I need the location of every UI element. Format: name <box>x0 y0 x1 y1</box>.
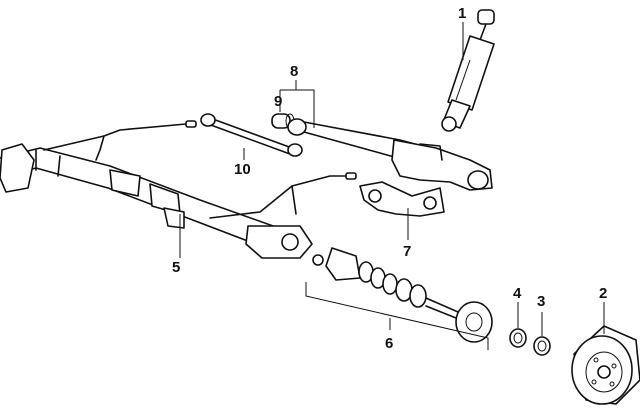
callout-10: 10 <box>234 161 251 178</box>
track-bar <box>200 113 303 157</box>
callout-4: 4 <box>513 285 522 302</box>
callout-8: 8 <box>290 63 298 80</box>
knuckle-bracket <box>359 181 445 217</box>
hub-bearing-assembly <box>312 247 493 343</box>
callout-7: 7 <box>403 243 411 260</box>
callout-9: 9 <box>274 93 282 110</box>
axle-beam <box>0 120 357 259</box>
callout-2: 2 <box>599 285 607 302</box>
brake-drum <box>571 325 640 405</box>
callout-3: 3 <box>537 293 545 310</box>
leader-lines <box>179 22 605 350</box>
callout-1: 1 <box>458 5 466 22</box>
seal <box>509 328 527 348</box>
nut <box>533 336 551 356</box>
callout-5: 5 <box>172 259 180 276</box>
shock-absorber <box>441 9 495 132</box>
callout-6: 6 <box>385 335 393 352</box>
trailing-arm <box>287 118 493 191</box>
